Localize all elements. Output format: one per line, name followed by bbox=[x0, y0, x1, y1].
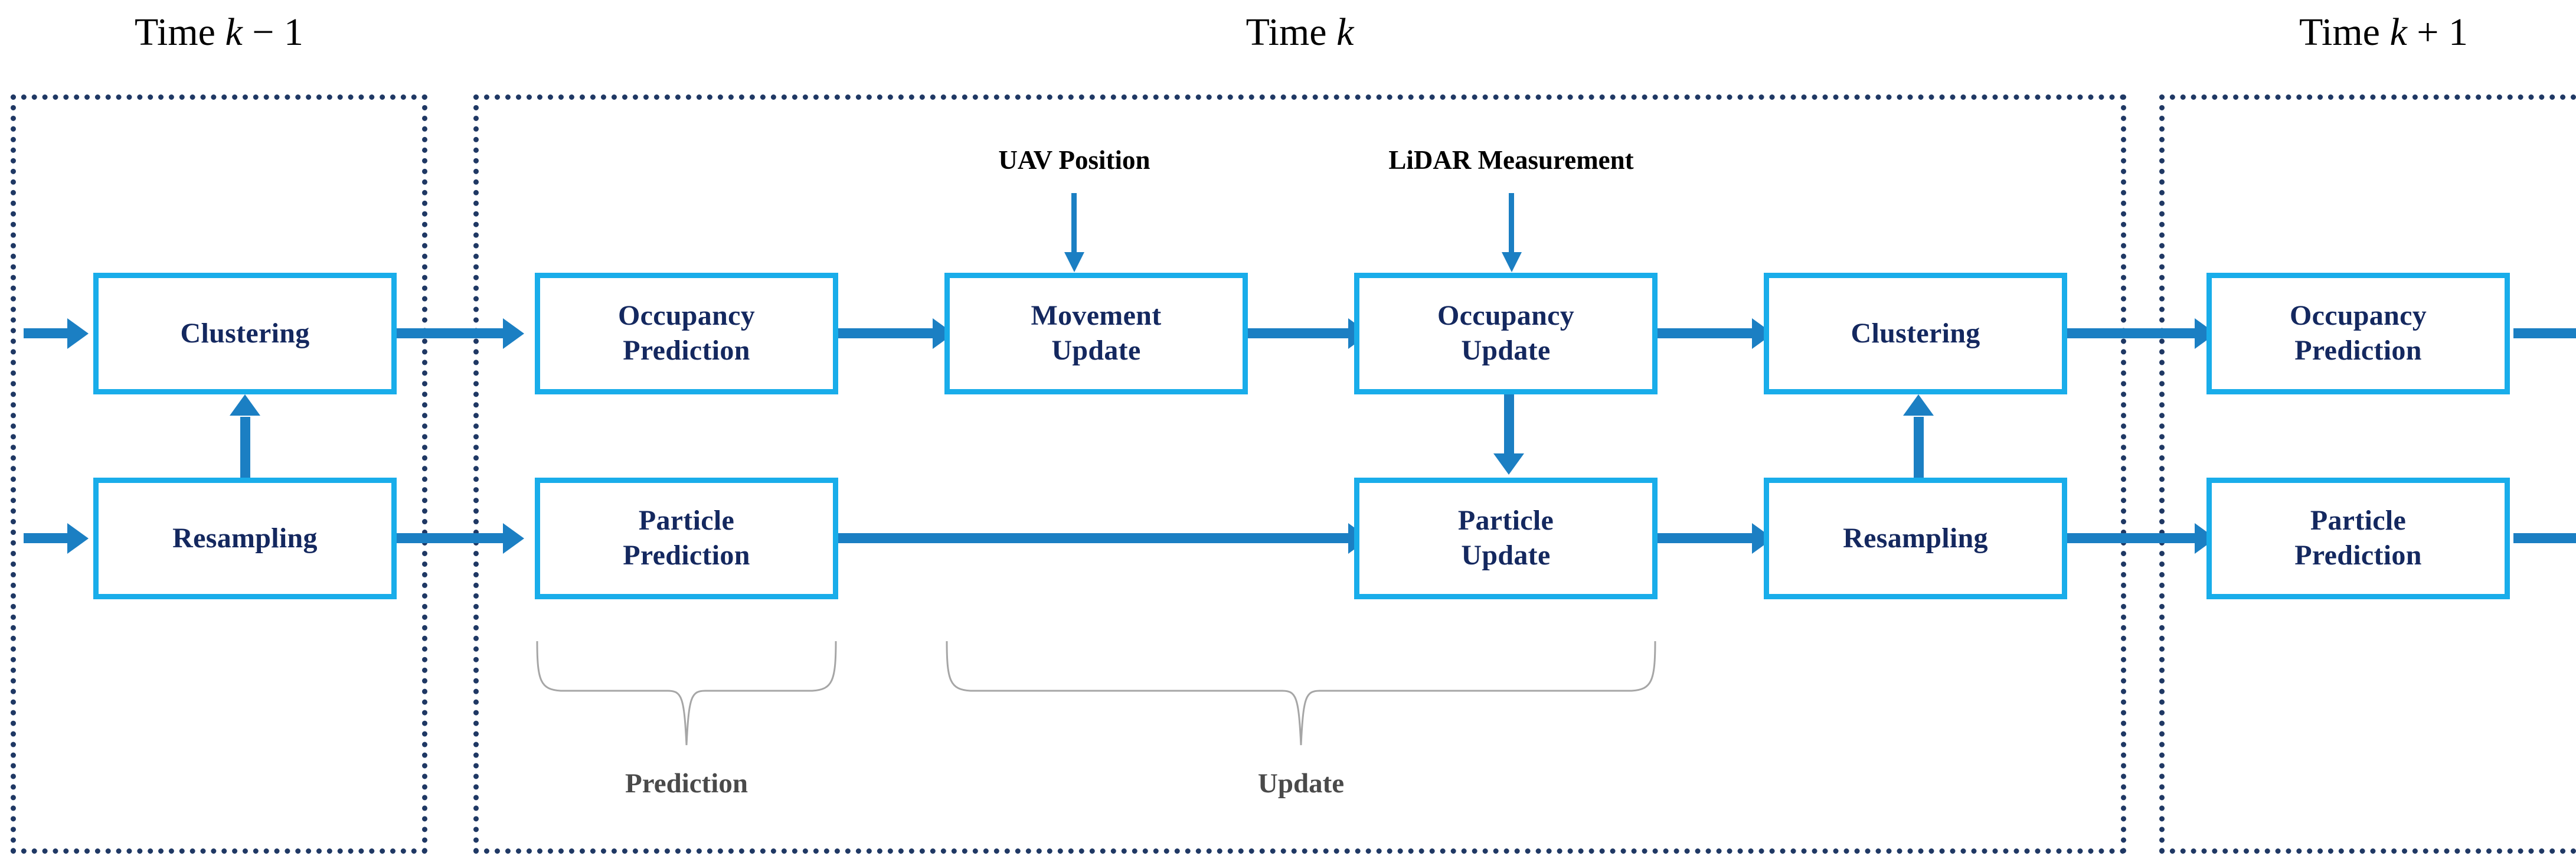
block-occupancy-prediction-k[interactable]: Occupancy Prediction bbox=[535, 273, 838, 394]
arrowhead-clustering-k-bottom-in bbox=[1903, 394, 1934, 416]
block-label: Occupancy Prediction bbox=[617, 300, 756, 366]
block-label: Particle Prediction bbox=[623, 505, 750, 571]
block-particle-update-k[interactable]: Particle Update bbox=[1354, 478, 1658, 599]
connector-occupancy-prediction-to-movement-update bbox=[838, 328, 944, 338]
time-caption-k: Time k bbox=[473, 13, 2126, 52]
connector-clustering-to-next-occupancy-prediction bbox=[2065, 328, 2206, 338]
block-clustering-k[interactable]: Clustering bbox=[1764, 273, 2067, 394]
connector-next-occupancy-prediction-out bbox=[2513, 328, 2576, 338]
stage-label-update: Update bbox=[1257, 768, 1345, 799]
block-particle-prediction-next[interactable]: Particle Prediction bbox=[2206, 478, 2510, 599]
connector-occupancy-update-to-clustering bbox=[1658, 328, 1764, 338]
connector-resampling-k-to-clustering-k bbox=[1914, 417, 1924, 479]
time-caption-variable: k bbox=[2389, 11, 2407, 54]
block-movement-update-k[interactable]: Movement Update bbox=[944, 273, 1248, 394]
arrowhead-occupancy-prediction-in bbox=[503, 318, 524, 349]
arrowhead-particle-update-top-in bbox=[1493, 453, 1524, 475]
connector-resampling-to-next-particle-prediction bbox=[2065, 533, 2206, 543]
time-caption-suffix: − 1 bbox=[242, 11, 303, 54]
connector-uav-position-to-movement-update bbox=[1071, 193, 1077, 254]
connector-lidar-measurement-to-occupancy-update bbox=[1509, 193, 1514, 254]
time-caption-prefix: Time bbox=[2299, 11, 2390, 54]
block-label: Occupancy Prediction bbox=[2289, 300, 2427, 366]
time-caption-k-plus-1: Time k + 1 bbox=[2159, 13, 2576, 52]
block-label: Clustering bbox=[180, 317, 310, 349]
time-caption-variable: k bbox=[225, 11, 243, 54]
block-clustering-prev[interactable]: Clustering bbox=[93, 273, 397, 394]
connector-clustering-prev-to-occupancy-prediction bbox=[397, 328, 515, 338]
connector-occupancy-update-to-particle-update bbox=[1504, 390, 1514, 456]
brace-update-shape bbox=[946, 641, 1656, 746]
arrowhead-movement-update-top-in bbox=[1064, 252, 1084, 272]
brace-prediction-shape bbox=[536, 641, 837, 746]
block-resampling-k[interactable]: Resampling bbox=[1764, 478, 2067, 599]
phase-panel-time-k-plus-1 bbox=[2159, 94, 2576, 854]
external-label-lidar-measurement: LiDAR Measurement bbox=[1388, 145, 1634, 175]
block-occupancy-prediction-next[interactable]: Occupancy Prediction bbox=[2206, 273, 2510, 394]
arrowhead-particle-prediction-in bbox=[503, 523, 524, 554]
block-label: Resampling bbox=[172, 522, 318, 554]
external-label-uav-position: UAV Position bbox=[998, 145, 1150, 175]
block-label: Movement Update bbox=[1031, 300, 1162, 366]
time-caption-prefix: Time bbox=[1245, 11, 1337, 54]
block-occupancy-update-k[interactable]: Occupancy Update bbox=[1354, 273, 1658, 394]
time-caption-variable: k bbox=[1336, 11, 1354, 54]
phase-panel-time-k-minus-1 bbox=[11, 94, 427, 854]
connector-next-particle-prediction-out bbox=[2513, 533, 2576, 543]
connector-movement-update-to-occupancy-update bbox=[1248, 328, 1360, 338]
connector-entry-particle bbox=[24, 533, 70, 543]
brace-update bbox=[944, 640, 1658, 746]
block-label: Clustering bbox=[1851, 317, 1980, 349]
connector-particle-prediction-to-particle-update bbox=[838, 533, 1360, 543]
brace-prediction bbox=[535, 640, 838, 746]
arrowhead-occupancy-update-top-in bbox=[1502, 252, 1522, 272]
connector-resampling-prev-to-clustering-prev bbox=[240, 417, 250, 479]
connector-particle-update-to-resampling bbox=[1658, 533, 1764, 543]
time-caption-k-minus-1: Time k − 1 bbox=[11, 13, 427, 52]
arrowhead-entry-particle bbox=[67, 523, 89, 554]
stage-label-prediction: Prediction bbox=[625, 768, 748, 799]
time-caption-prefix: Time bbox=[135, 11, 225, 54]
connector-entry-occupancy bbox=[24, 328, 70, 338]
arrowhead-entry-occupancy bbox=[67, 318, 89, 349]
phase-panel-time-k bbox=[473, 94, 2126, 854]
block-particle-prediction-k[interactable]: Particle Prediction bbox=[535, 478, 838, 599]
block-label: Particle Prediction bbox=[2294, 505, 2422, 571]
block-label: Resampling bbox=[1843, 522, 1988, 554]
connector-resampling-prev-to-particle-prediction bbox=[397, 533, 515, 543]
block-resampling-prev[interactable]: Resampling bbox=[93, 478, 397, 599]
block-label: Particle Update bbox=[1457, 505, 1554, 571]
time-caption-suffix: + 1 bbox=[2407, 11, 2468, 54]
arrowhead-clustering-prev-bottom-in bbox=[230, 394, 260, 416]
block-label: Occupancy Update bbox=[1437, 300, 1575, 366]
